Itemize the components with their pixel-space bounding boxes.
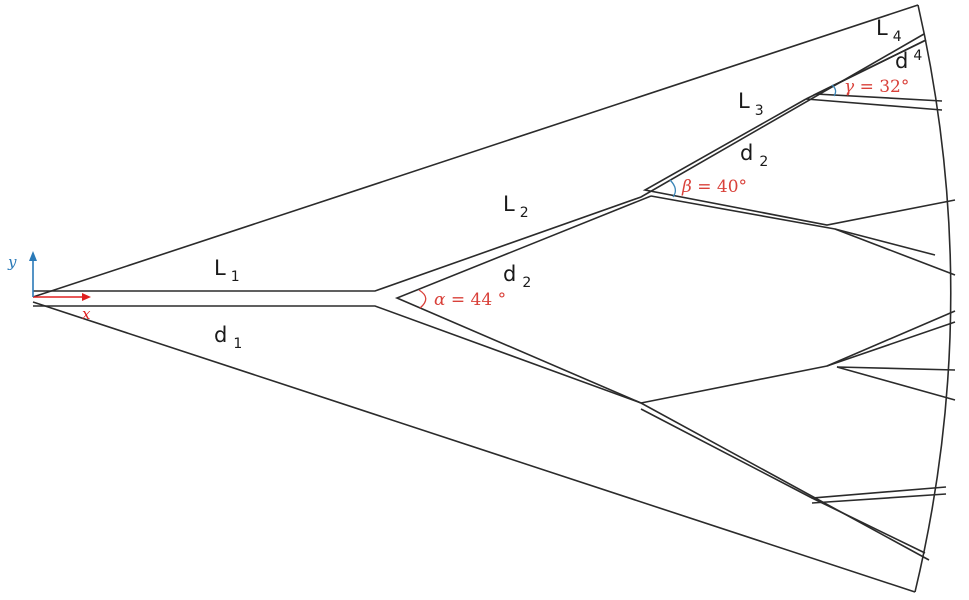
outer-arc-edge: [914, 4, 952, 593]
gamma-arc: [831, 84, 837, 97]
l1-top-wall: [33, 33, 925, 292]
lower-lobe-bottom2: [811, 493, 947, 504]
lower-lobe-bottom: [640, 408, 947, 499]
alpha-lobe: [394, 195, 652, 404]
y-axis-label: y: [7, 253, 17, 271]
alpha-angle-label: α = 44 °: [434, 290, 506, 310]
x-axis-label: x: [82, 305, 91, 323]
angle-labels: α = 44 ° β = 40° γ = 32°: [434, 77, 909, 310]
beta-lobe: [642, 98, 956, 226]
lower-lobe-upper: [836, 366, 956, 401]
y-axis-arrowhead: [29, 251, 37, 261]
channel-walls: [33, 33, 956, 561]
l1-bottom-wall: [33, 305, 930, 561]
gamma-lobe: [812, 39, 943, 102]
gamma-angle-label: γ = 32°: [844, 77, 909, 97]
alpha-lobe-upper-right: [834, 228, 956, 276]
outer-bottom-edge: [32, 301, 916, 593]
beta-lobe-top-right: [805, 98, 943, 111]
coordinate-axes: x y: [7, 251, 91, 323]
lower-lobe-wall: [811, 497, 926, 554]
alpha-lobe-bottom: [640, 321, 956, 404]
angle-arcs: [418, 84, 837, 309]
alpha-lobe-lower-right: [826, 310, 956, 367]
x-axis-arrowhead: [82, 293, 91, 301]
beta-arc: [669, 179, 677, 198]
alpha-lobe-top: [650, 195, 936, 256]
beta-angle-label: β = 40°: [681, 177, 747, 197]
outer-boundary: [32, 4, 952, 593]
alpha-arc: [418, 289, 427, 309]
outer-top-edge: [32, 4, 919, 298]
